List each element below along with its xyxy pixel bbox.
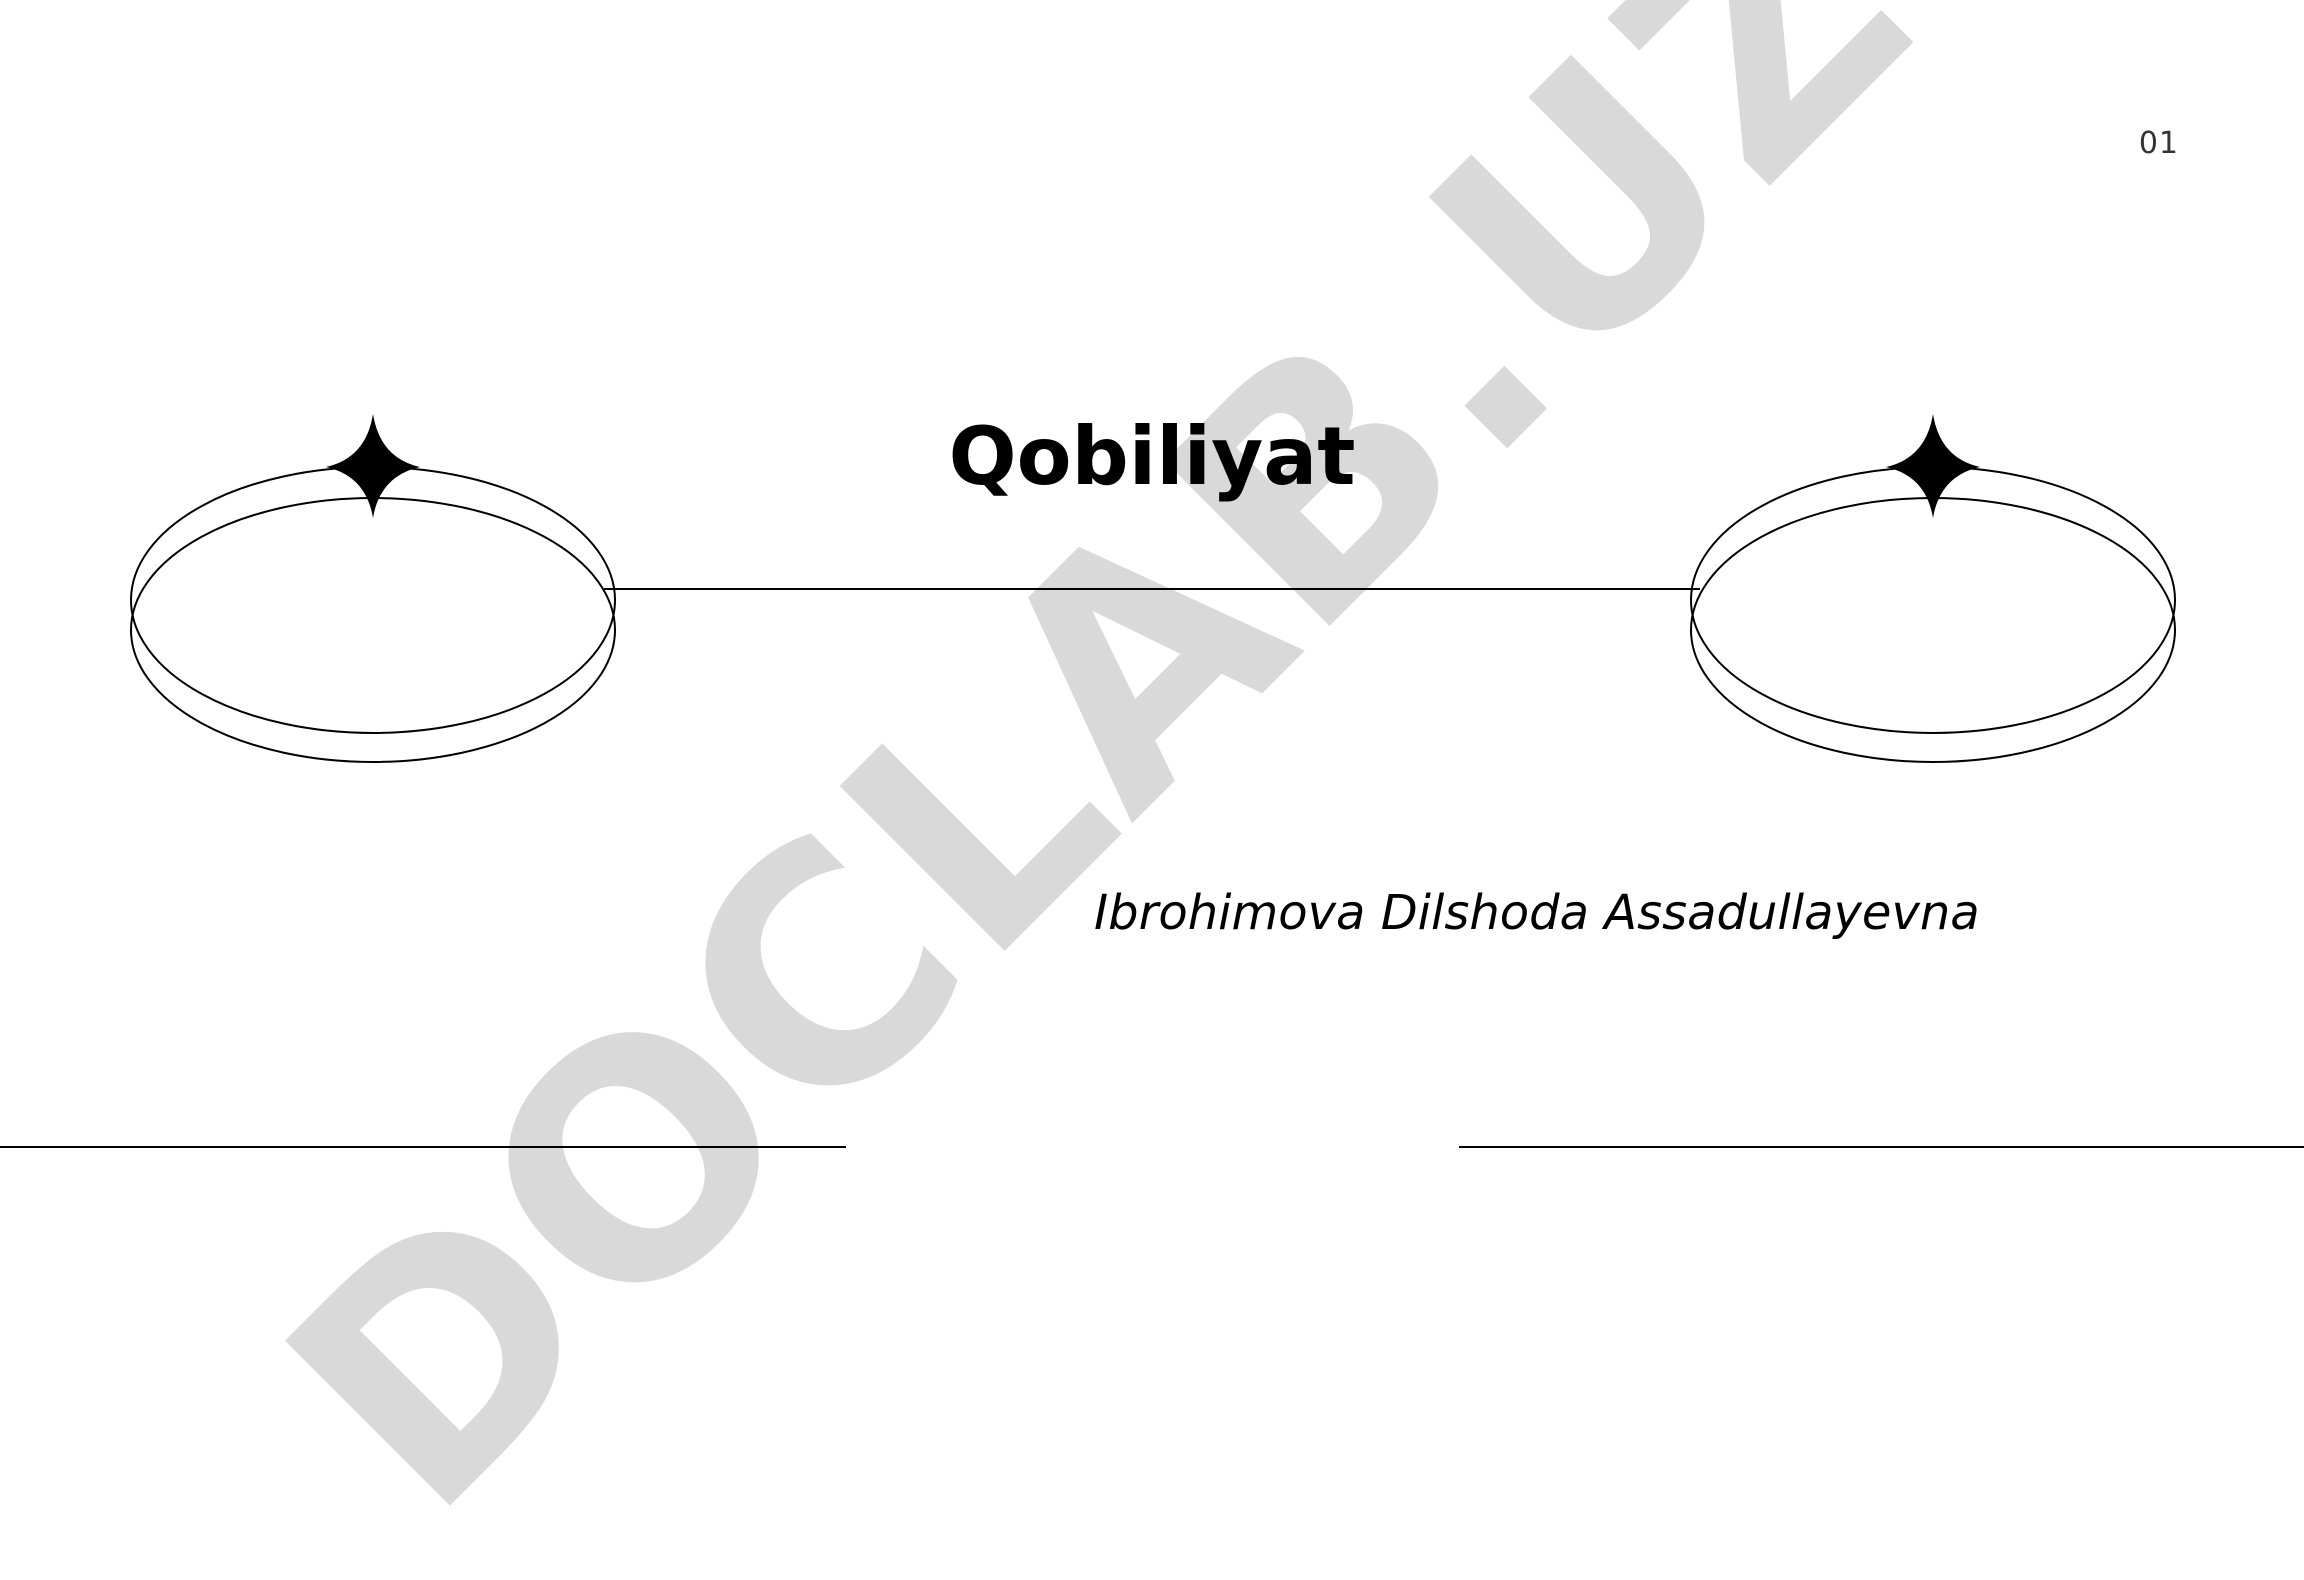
author-name: Ibrohimova Dilshoda Assadullayevna — [1094, 885, 1980, 941]
decorative-lines — [0, 414, 2304, 1148]
right-sparkle-icon — [1886, 414, 1980, 518]
left-sparkle-icon — [326, 414, 420, 518]
page-number: 01 — [2138, 126, 2179, 161]
slide-title: Qobiliyat — [948, 410, 1356, 503]
